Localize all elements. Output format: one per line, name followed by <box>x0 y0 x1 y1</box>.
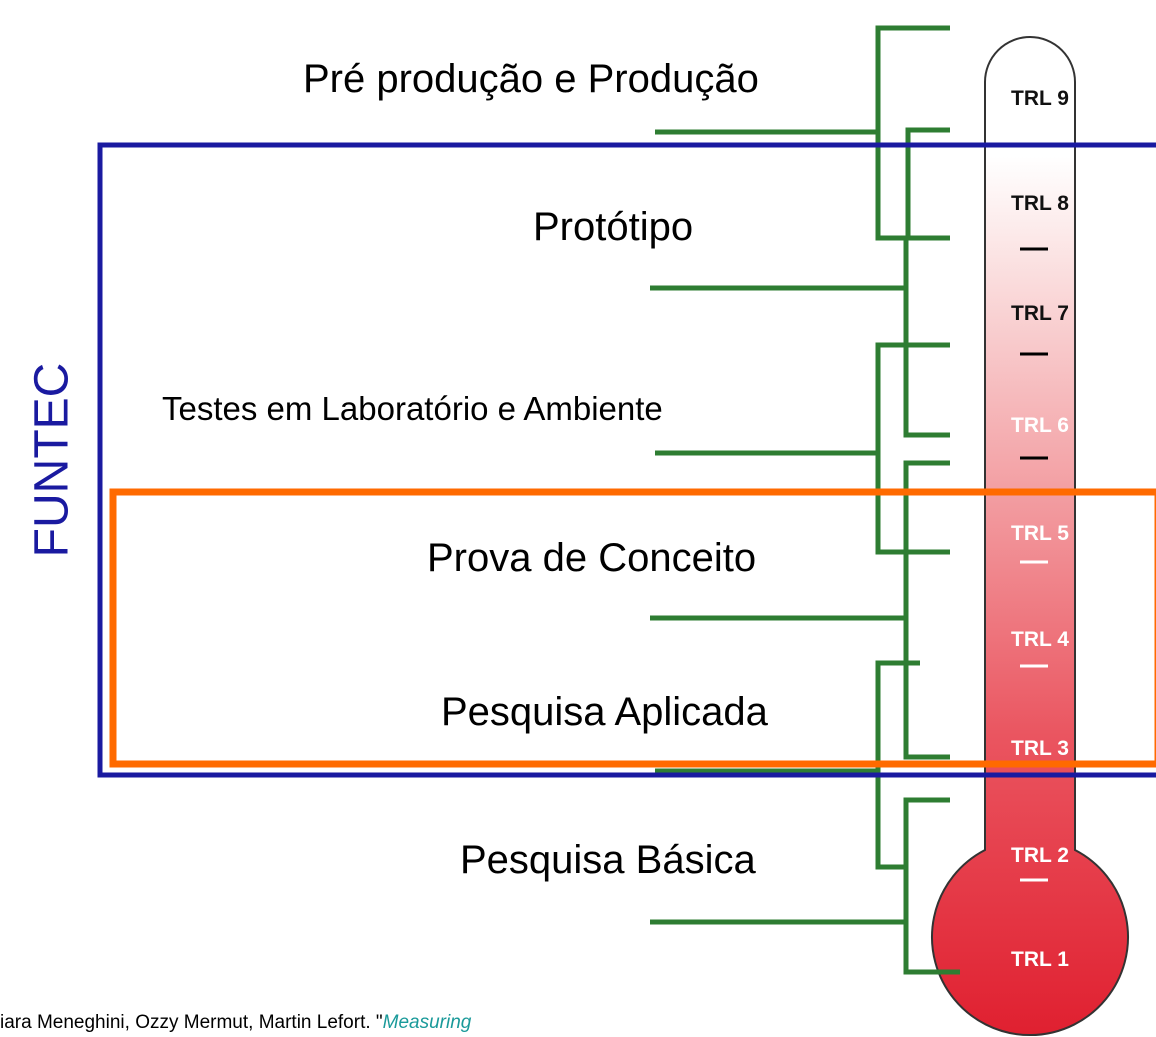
trl-8-label: TRL 8 <box>1011 192 1069 215</box>
trl-labels: TRL 9 TRL 8 TRL 7 TRL 6 TRL 5 TRL 4 TRL … <box>1011 87 1069 971</box>
trl-2-label: TRL 2 <box>1011 844 1069 867</box>
stage-testes: Testes em Laboratório e Ambiente <box>162 390 663 427</box>
citation-title: Measuring <box>382 1012 472 1033</box>
funtec-label: FUNTEC <box>25 362 79 558</box>
focus-box <box>109 488 1156 768</box>
trl-7-label: TRL 7 <box>1011 302 1069 325</box>
thermometer <box>931 36 1129 1037</box>
trl-6-label: TRL 6 <box>1011 414 1069 437</box>
stage-pesquisa-basica: Pesquisa Básica <box>460 838 756 882</box>
bracket-basica <box>875 772 950 870</box>
bracket-pre-producao <box>875 25 950 241</box>
citation: iara Meneghini, Ozzy Mermut, Martin Lefo… <box>0 1012 471 1034</box>
stage-pesquisa-aplicada: Pesquisa Aplicada <box>441 690 768 734</box>
bracket-connectors <box>650 25 960 975</box>
stage-prototipo: Protótipo <box>533 205 694 249</box>
trl-1-label: TRL 1 <box>1011 948 1069 971</box>
funtec-box <box>97 142 1156 778</box>
stage-prova-conceito: Prova de Conceito <box>427 536 757 580</box>
stage-pre-producao: Pré produção e Produção <box>303 57 759 101</box>
trl-5-label: TRL 5 <box>1011 522 1069 545</box>
thermometer-tube <box>931 36 1129 1037</box>
trl-9-label: TRL 9 <box>1011 87 1069 110</box>
trl-3-label: TRL 3 <box>1011 737 1069 760</box>
trl-4-label: TRL 4 <box>1011 628 1069 651</box>
citation-authors: iara Meneghini, Ozzy Mermut, Martin Lefo… <box>0 1012 383 1033</box>
bracket-prototipo <box>875 342 950 555</box>
bracket-prova <box>903 460 950 760</box>
